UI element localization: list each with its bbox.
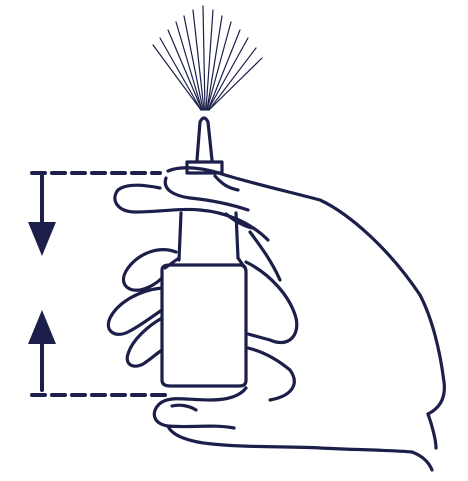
hand-palm-edge [420, 295, 444, 414]
wrist-upper [428, 414, 436, 448]
middle-finger-top [118, 185, 160, 190]
little-finger-tip [127, 318, 162, 366]
back-of-hand-lower [248, 348, 294, 400]
back-of-hand [246, 232, 297, 343]
index-finger-underside [165, 178, 248, 210]
finger-knuckle-2 [226, 214, 252, 228]
hand-icon [108, 168, 444, 470]
up-arrow-icon [28, 310, 56, 390]
thumb-underside [168, 426, 412, 452]
bottle-neck [179, 213, 238, 260]
bottle-body [162, 265, 246, 386]
down-arrow-icon [28, 176, 56, 256]
thumb [154, 388, 246, 428]
little-finger [108, 288, 162, 334]
thumb-nail [172, 405, 196, 410]
spray-mist-icon [153, 6, 262, 110]
wrist [412, 452, 432, 470]
ring-finger [124, 250, 176, 291]
index-finger [168, 168, 420, 295]
bottle-nozzle [197, 118, 212, 160]
